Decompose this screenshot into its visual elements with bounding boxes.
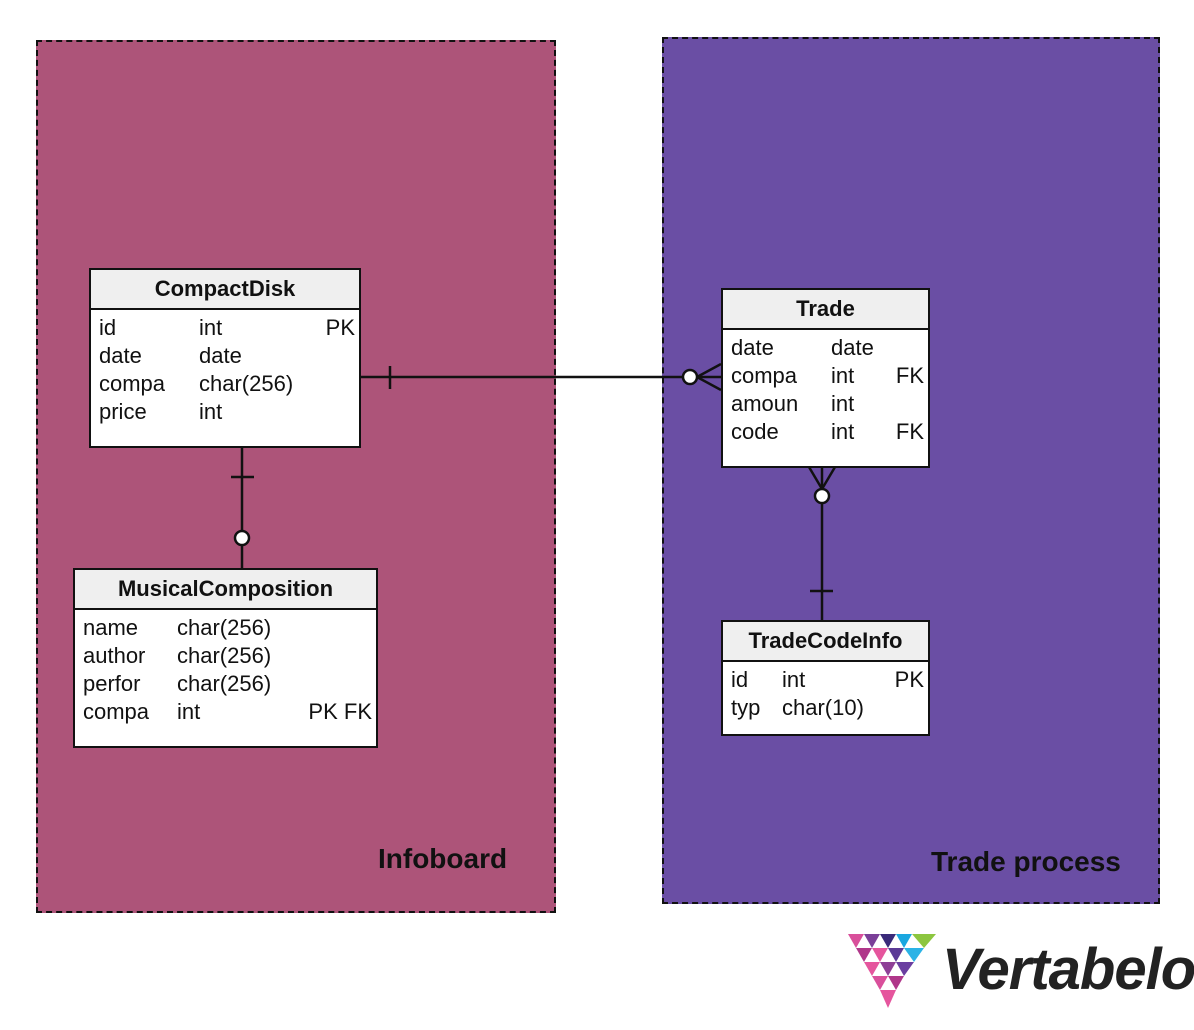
table-row: date date (723, 334, 928, 362)
vertabelo-logo-icon (848, 934, 936, 1008)
column-type: int (831, 419, 855, 444)
table-row: author char(256) (75, 642, 376, 670)
column-name: amoun (731, 391, 799, 416)
table-name: CompactDisk (91, 270, 359, 310)
column-type: int (177, 699, 201, 724)
vertabelo-logo: Vertabelo (846, 930, 1194, 1014)
column-type: int (782, 667, 806, 692)
column-type: char(256) (177, 615, 272, 640)
column-flags: FK (895, 363, 924, 388)
column-name: typ (731, 695, 761, 720)
column-type: char(256) (177, 671, 272, 696)
column-type: date (199, 343, 242, 368)
column-name: compa (99, 371, 166, 396)
area-title-trade-process: Trade process (931, 846, 1121, 877)
table-compactdisk[interactable]: CompactDisk id int PK date date compa ch… (89, 268, 361, 448)
column-name: perfor (83, 671, 141, 696)
table-row: compa int FK (723, 362, 928, 390)
area-title-infoboard: Infoboard (378, 843, 508, 874)
column-name: id (99, 315, 117, 340)
area-infoboard (36, 40, 556, 913)
column-name: price (99, 399, 147, 424)
column-name: compa (83, 699, 150, 724)
column-flags: PK FK (308, 699, 372, 724)
table-name: Trade (723, 290, 928, 330)
table-name: MusicalComposition (75, 570, 376, 610)
column-type: date (831, 335, 874, 360)
column-flags: FK (895, 419, 924, 444)
table-row: id int PK (723, 666, 928, 694)
column-name: name (83, 615, 139, 640)
column-flags: PK (325, 315, 355, 340)
table-row: id int PK (91, 314, 359, 342)
column-name: date (99, 343, 142, 368)
column-type: char(10) (782, 695, 864, 720)
column-flags: PK (894, 667, 924, 692)
table-row: code int FK (723, 418, 928, 446)
column-name: code (731, 419, 779, 444)
table-row: date date (91, 342, 359, 370)
area-trade-process (662, 37, 1160, 904)
table-name: TradeCodeInfo (723, 622, 928, 662)
table-row: compa char(256) (91, 370, 359, 398)
column-name: date (731, 335, 774, 360)
table-tradecodeinfo[interactable]: TradeCodeInfo id int PK typ char(10) (721, 620, 930, 736)
column-type: int (199, 315, 223, 340)
column-name: author (83, 643, 146, 668)
column-type: int (831, 391, 855, 416)
vertabelo-wordmark: Vertabelo (942, 937, 1194, 1002)
column-type: char(256) (177, 643, 272, 668)
table-row: name char(256) (75, 614, 376, 642)
column-name: compa (731, 363, 798, 388)
column-name: id (731, 667, 749, 692)
table-row: price int (91, 398, 359, 426)
table-trade[interactable]: Trade date date compa int FK amoun int c… (721, 288, 930, 468)
column-type: char(256) (199, 371, 294, 396)
column-type: int (831, 363, 855, 388)
table-row: amoun int (723, 390, 928, 418)
table-row: typ char(10) (723, 694, 928, 722)
column-type: int (199, 399, 223, 424)
table-row: compa int PK FK (75, 698, 376, 726)
table-row: perfor char(256) (75, 670, 376, 698)
table-musicalcomposition[interactable]: MusicalComposition name char(256) author… (73, 568, 378, 748)
